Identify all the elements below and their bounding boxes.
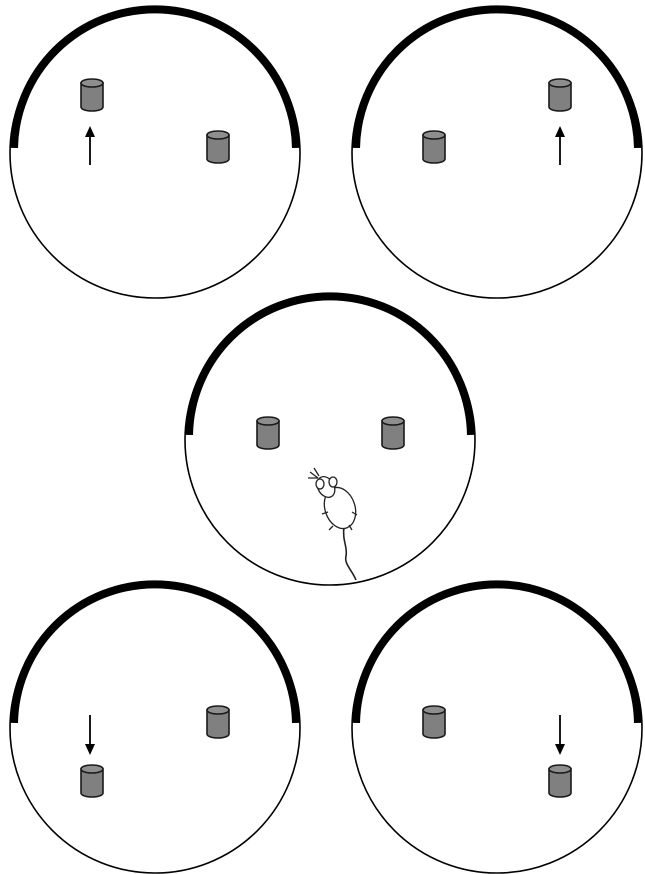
arena-center: [185, 295, 475, 585]
arena-top-left: [10, 8, 300, 298]
object-cylinder-icon: [423, 706, 445, 738]
arena-bottom-left: [10, 583, 300, 873]
object-cylinder-icon: [257, 417, 279, 449]
object-cylinder-icon: [382, 417, 404, 449]
object-cylinder-icon: [207, 131, 229, 163]
arena-bottom-right: [352, 583, 642, 873]
object-cylinder-icon: [423, 131, 445, 163]
object-cylinder-icon: [549, 765, 571, 797]
arena-top-right: [352, 8, 642, 298]
object-cylinder-icon: [81, 765, 103, 797]
object-cylinder-icon: [81, 79, 103, 111]
object-cylinder-icon: [207, 706, 229, 738]
object-cylinder-icon: [549, 79, 571, 111]
